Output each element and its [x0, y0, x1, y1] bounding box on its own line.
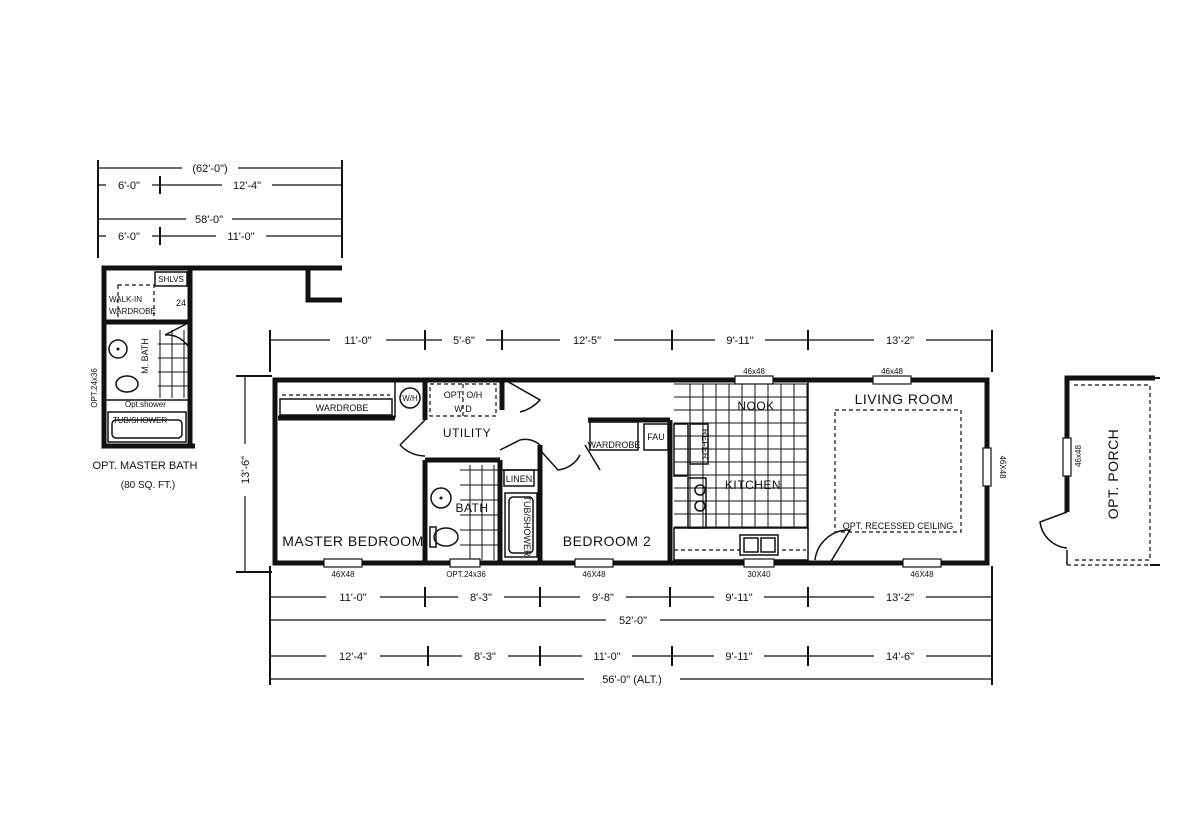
bath-label: BATH: [455, 501, 488, 515]
bed2-wardrobe-label: WARDROBE: [588, 440, 641, 450]
opt-master-bath: (62'-0") 6'-0" 12'-4" 58'-0" 6'-0" 11'-0…: [90, 160, 343, 491]
porch-window: 46x48: [1074, 445, 1083, 467]
dim-b1-total: 52'-0": [619, 615, 647, 627]
dim-b2-total: 56'-0" (ALT.): [602, 674, 662, 686]
fau-label: FAU: [647, 432, 665, 442]
dim-b1-kitchen: 9'-11": [725, 592, 752, 604]
omb-dim-r1-b: 12'-4": [233, 180, 261, 192]
nook-label: NOOK: [737, 399, 774, 413]
omb-shelves-label: SHLVS: [158, 275, 184, 284]
dim-b1-living: 13'-2": [886, 592, 914, 604]
height-dimension: 13'-6": [236, 375, 272, 573]
tub-shower-label: TUB/SHOWER: [522, 495, 532, 557]
water-heater: W/H: [399, 387, 421, 409]
wardrobe-label: WARDROBE: [316, 403, 369, 413]
bottom-dimension-line-2: 12'-4" 8'-3" 11'-0" 9'-11" 14'-6" 56'-0"…: [270, 646, 992, 686]
omb-opt-shower: Opt.shower: [125, 400, 166, 409]
opt-porch-label: OPT. PORCH: [1105, 429, 1121, 520]
top-dimension-line: 11'-0" 5'-6" 12'-5" 9'-11" 13'-2": [269, 330, 993, 372]
bedroom2-label: BEDROOM 2: [563, 533, 652, 549]
omb-dim-r1-a: 6'-0": [118, 180, 140, 192]
omb-tub-shower: TUB/SHOWER: [113, 416, 167, 425]
window-labels: 46x48 46x48 46X48 46X48 OPT.24x36 46X48 …: [331, 367, 1007, 579]
omb-m-bath-label: M. BATH: [140, 338, 150, 374]
omb-dim-r2-a: 6'-0": [118, 231, 140, 243]
utility-label: UTILITY: [443, 426, 491, 440]
dim-top-living: 13'-2": [886, 335, 914, 347]
dim-b2-bedroom2: 11'-0": [593, 651, 620, 663]
bath-fixtures: [429, 465, 538, 560]
interior-walls: [278, 380, 673, 563]
window-nook-top: 46x48: [743, 367, 765, 376]
omb-dim-total-1: (62'-0"): [192, 163, 227, 175]
omb-dim-total-2: 58'-0": [195, 214, 223, 226]
dim-top-utility: 5'-6": [453, 335, 475, 347]
wd-label: W D: [454, 404, 472, 414]
omb-walkin-label-2: WARDROBE: [109, 307, 156, 316]
omb-walkin-depth: 24: [176, 298, 186, 308]
omb-opt-window: OPT.24x36: [90, 368, 99, 408]
window-bath-bottom: OPT.24x36: [446, 570, 486, 579]
dim-b2-living: 14'-6": [886, 651, 914, 663]
omb-title: OPT. MASTER BATH: [93, 460, 198, 472]
water-heater-label: W/H: [402, 394, 418, 403]
bottom-dimension-line-1: 11'-0" 8'-3" 9'-8" 9'-11" 13'-2" 52'-0": [269, 566, 993, 685]
kitchen-tile-floor: [674, 382, 809, 530]
window-living-top: 46x48: [881, 367, 903, 376]
omb-dim-r2-b: 11'-0": [227, 231, 254, 243]
washer-dryer-opt: OPT. O/H W D: [429, 383, 497, 417]
dim-top-master: 11'-0": [344, 335, 371, 347]
master-bedroom-label: MASTER BEDROOM: [282, 533, 424, 549]
dim-b1-bath: 8'-3": [470, 592, 492, 604]
dim-b2-bath: 8'-3": [474, 651, 496, 663]
dim-overall-height: 13'-6": [240, 456, 252, 484]
room-labels: LIVING ROOM MASTER BEDROOM BEDROOM 2 UTI…: [282, 391, 953, 557]
omb-walkin-label-1: WALK-IN: [109, 295, 142, 304]
dim-b2-kitchen: 9'-11": [725, 651, 752, 663]
window-living-right: 46X48: [998, 455, 1007, 479]
master-wardrobe: WARDROBE: [279, 394, 393, 416]
opt-porch: 46x48 OPT. PORCH: [1039, 375, 1160, 566]
kitchen-label: KITCHEN: [725, 478, 781, 492]
opt-wd-label: OPT. O/H: [444, 390, 483, 400]
linen-label: LINEN: [506, 474, 533, 484]
window-kitchen-bottom: 30X40: [747, 570, 771, 579]
window-master-bottom: 46X48: [331, 570, 355, 579]
refer-label: REFER: [700, 429, 710, 460]
window-living-bottom: 46X48: [910, 570, 934, 579]
kitchen-fixtures: [673, 423, 809, 561]
recessed-ceiling: [834, 409, 962, 533]
omb-subtitle: (80 SQ. FT.): [121, 480, 175, 491]
living-room-label: LIVING ROOM: [855, 391, 954, 407]
dim-top-kitchen: 9'-11": [726, 335, 753, 347]
dim-top-bedroom2: 12'-5": [573, 335, 601, 347]
recessed-ceiling-label: OPT. RECESSED CEILING: [843, 521, 954, 531]
doors: [399, 379, 852, 564]
dim-b2-master: 12'-4": [339, 651, 367, 663]
window-bed2-bottom: 46X48: [582, 570, 606, 579]
dim-b1-bedroom2: 9'-8": [592, 592, 614, 604]
windows: [323, 375, 992, 568]
dim-b1-master: 11'-0": [339, 592, 366, 604]
